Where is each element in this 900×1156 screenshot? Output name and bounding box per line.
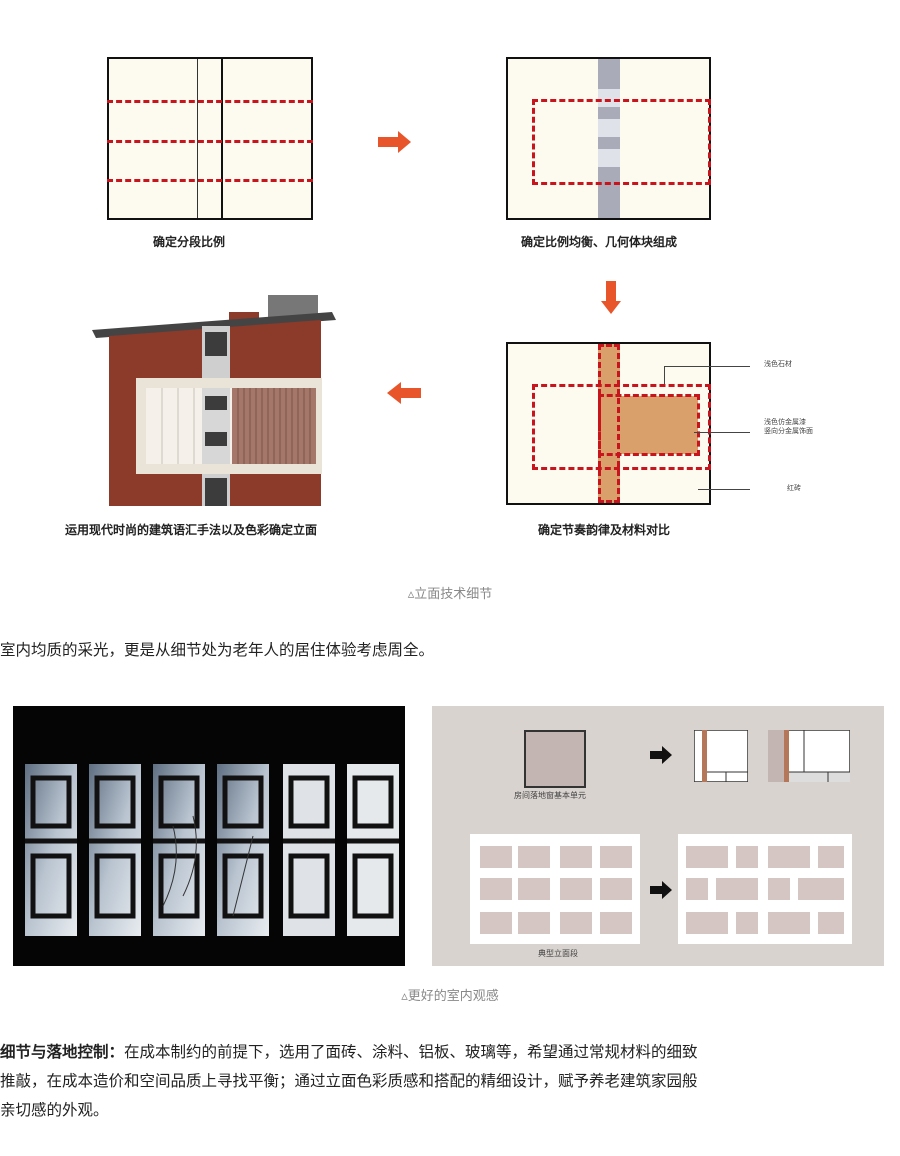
label-window-unit: 房间落地窗基本单元 (514, 791, 586, 800)
arrow-down-icon (601, 281, 621, 314)
paragraph-lighting: 室内均质的采光，更是从细节处为老年人的居住体验考虑周全。 (0, 641, 435, 659)
arrow-right-icon (378, 131, 411, 153)
step1-dash-line (107, 179, 313, 182)
step2-panel (506, 57, 711, 220)
figure-caption-2: ▵更好的室内观感 (401, 989, 499, 1004)
annotation-metal-2: 竖向分金属饰面 (764, 427, 813, 435)
step2-caption: 确定比例均衡、几何体块组成 (521, 235, 678, 249)
building-facade-render (92, 295, 336, 506)
annotation-brick: 红砖 (787, 484, 801, 492)
typical-section-grid-b (678, 834, 852, 944)
step1-dash-line (107, 100, 313, 103)
figure-caption-1: ▵立面技术细节 (407, 587, 493, 602)
arrow-left-icon (387, 382, 421, 404)
facade-unit-diagram: 房间落地窗基本单元 典型立面段 (432, 706, 884, 966)
window-grille-photo (13, 706, 405, 966)
paragraph-detail-control: 细节与落地控制：在成本制约的前提下，选用了面砖、涂料、铝板、玻璃等，希望通过常规… (0, 1043, 698, 1119)
arrow-right-icon (650, 746, 672, 764)
arrow-right-icon (650, 881, 672, 899)
unit-variant-a (694, 730, 748, 782)
typical-section-grid-a (470, 834, 640, 944)
step1-caption: 确定分段比例 (153, 235, 226, 249)
step1-panel (107, 57, 313, 220)
step1-dash-line (107, 140, 313, 143)
step3-caption: 确定节奏韵律及材料对比 (538, 523, 671, 537)
unit-variant-b (768, 730, 850, 782)
step4-caption: 运用现代时尚的建筑语汇手法以及色彩确定立面 (65, 523, 318, 537)
annotation-stone: 浅色石材 (764, 360, 792, 368)
step1-divider-line (221, 59, 223, 218)
step2-dash-box (532, 99, 711, 185)
unit-square (524, 730, 586, 788)
step1-divider-line (197, 59, 198, 218)
paragraph-heading: 细节与落地控制： (0, 1043, 125, 1061)
step3-panel (506, 342, 750, 505)
label-typical-section: 典型立面段 (538, 949, 578, 958)
annotation-metal-1: 浅色仿金属漆 (764, 418, 806, 426)
